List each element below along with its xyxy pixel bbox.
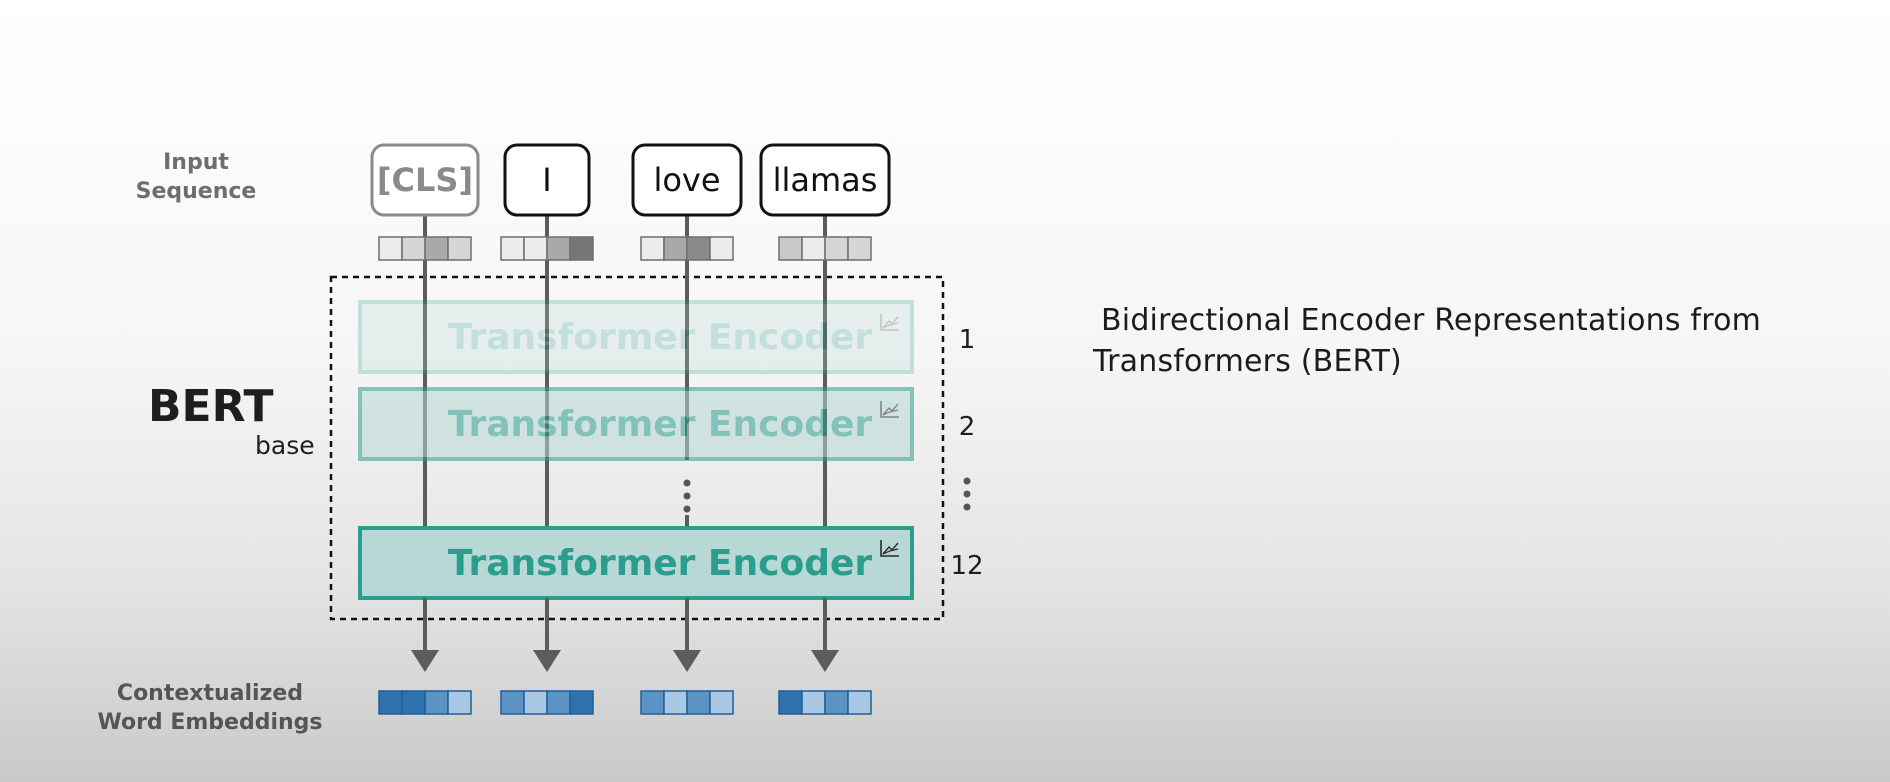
layer-index-label: 1: [959, 325, 976, 355]
output-embedding-cell: [447, 690, 472, 715]
input-embedding-cell: [709, 236, 734, 261]
input-embedding-cell: [546, 236, 571, 261]
output-embedding-cell: [546, 690, 571, 715]
token-box: [370, 143, 480, 217]
input-embedding-cell: [801, 236, 826, 261]
encoder-label: Transformer Encoder: [448, 404, 873, 445]
token-box: [631, 143, 743, 217]
output-arrow-head: [673, 650, 701, 672]
output-embedding-cell: [686, 690, 711, 715]
output-embedding-cell: [824, 690, 849, 715]
token-label: love: [653, 161, 720, 199]
output-embedding-cell: [500, 690, 525, 715]
bert-caption: Bidirectional Encoder Representations fr…: [1093, 300, 1793, 382]
caption-line1: Bidirectional Encoder Representations fr…: [1101, 303, 1762, 338]
token-label: [CLS]: [377, 161, 473, 199]
model-boundary: [329, 275, 945, 621]
encoder-label: Transformer Encoder: [448, 317, 873, 358]
layer-index-ellipsis: [963, 477, 971, 511]
output-embedding-row: [378, 690, 872, 715]
input-embedding-cell: [424, 236, 449, 261]
input-embedding-cell: [401, 236, 426, 261]
layer-index-label: 12: [950, 551, 983, 581]
output-embedding-cell: [778, 690, 803, 715]
caption-line2: Transformers (BERT): [1093, 344, 1402, 379]
input-embedding-cell: [640, 236, 665, 261]
output-embedding-cell: [424, 690, 449, 715]
encoder-box: [358, 526, 914, 600]
token-box: [759, 143, 891, 217]
output-embedding-cell: [378, 690, 403, 715]
transformer-encoder-layer: Transformer Encoder: [358, 526, 914, 600]
input-embedding-cell: [378, 236, 403, 261]
output-arrows: [411, 598, 839, 672]
output-embedding-cell: [401, 690, 426, 715]
output-embedding-cell: [663, 690, 688, 715]
output-embedding-cell: [523, 690, 548, 715]
output-arrow-head: [811, 650, 839, 672]
input-embedding-cell: [847, 236, 872, 261]
input-embedding-cell: [523, 236, 548, 261]
output-label-line2: Word Embeddings: [97, 710, 322, 735]
token-box: [503, 143, 591, 217]
model-variant: base: [255, 431, 315, 460]
transformer-encoder-layer: Transformer Encoder: [358, 300, 914, 374]
flow-lines: [423, 215, 827, 528]
token-label: llamas: [773, 161, 878, 199]
chart-icon: [880, 540, 899, 557]
input-sequence-label-line2: Sequence: [136, 179, 257, 204]
chart-icon: [880, 314, 899, 331]
chart-icon: [880, 401, 899, 418]
output-arrow-head: [533, 650, 561, 672]
layer-index-label: 2: [959, 412, 976, 442]
input-embedding-cell: [778, 236, 803, 261]
transformer-encoder-layer: Transformer Encoder: [358, 387, 914, 461]
output-embedding-cell: [640, 690, 665, 715]
input-embedding-cell: [686, 236, 711, 261]
encoder-box: [358, 387, 914, 461]
input-embedding-cell: [824, 236, 849, 261]
input-embedding-row: [378, 236, 872, 261]
model-name: BERT: [148, 381, 274, 432]
input-embedding-cell: [663, 236, 688, 261]
token-label: I: [542, 161, 551, 199]
input-embedding-cell: [500, 236, 525, 261]
output-embedding-cell: [569, 690, 594, 715]
encoder-box: [358, 300, 914, 374]
middle-ellipsis: [683, 479, 691, 513]
input-embedding-cell: [447, 236, 472, 261]
encoder-label: Transformer Encoder: [448, 543, 873, 584]
input-embedding-cell: [569, 236, 594, 261]
output-label-line1: Contextualized: [117, 681, 303, 706]
output-embedding-cell: [709, 690, 734, 715]
output-arrow-head: [411, 650, 439, 672]
output-embedding-cell: [801, 690, 826, 715]
input-sequence-label-line1: Input: [163, 150, 229, 175]
bert-diagram: Input Sequence BERT base Contextualized …: [97, 143, 984, 735]
output-embedding-cell: [847, 690, 872, 715]
